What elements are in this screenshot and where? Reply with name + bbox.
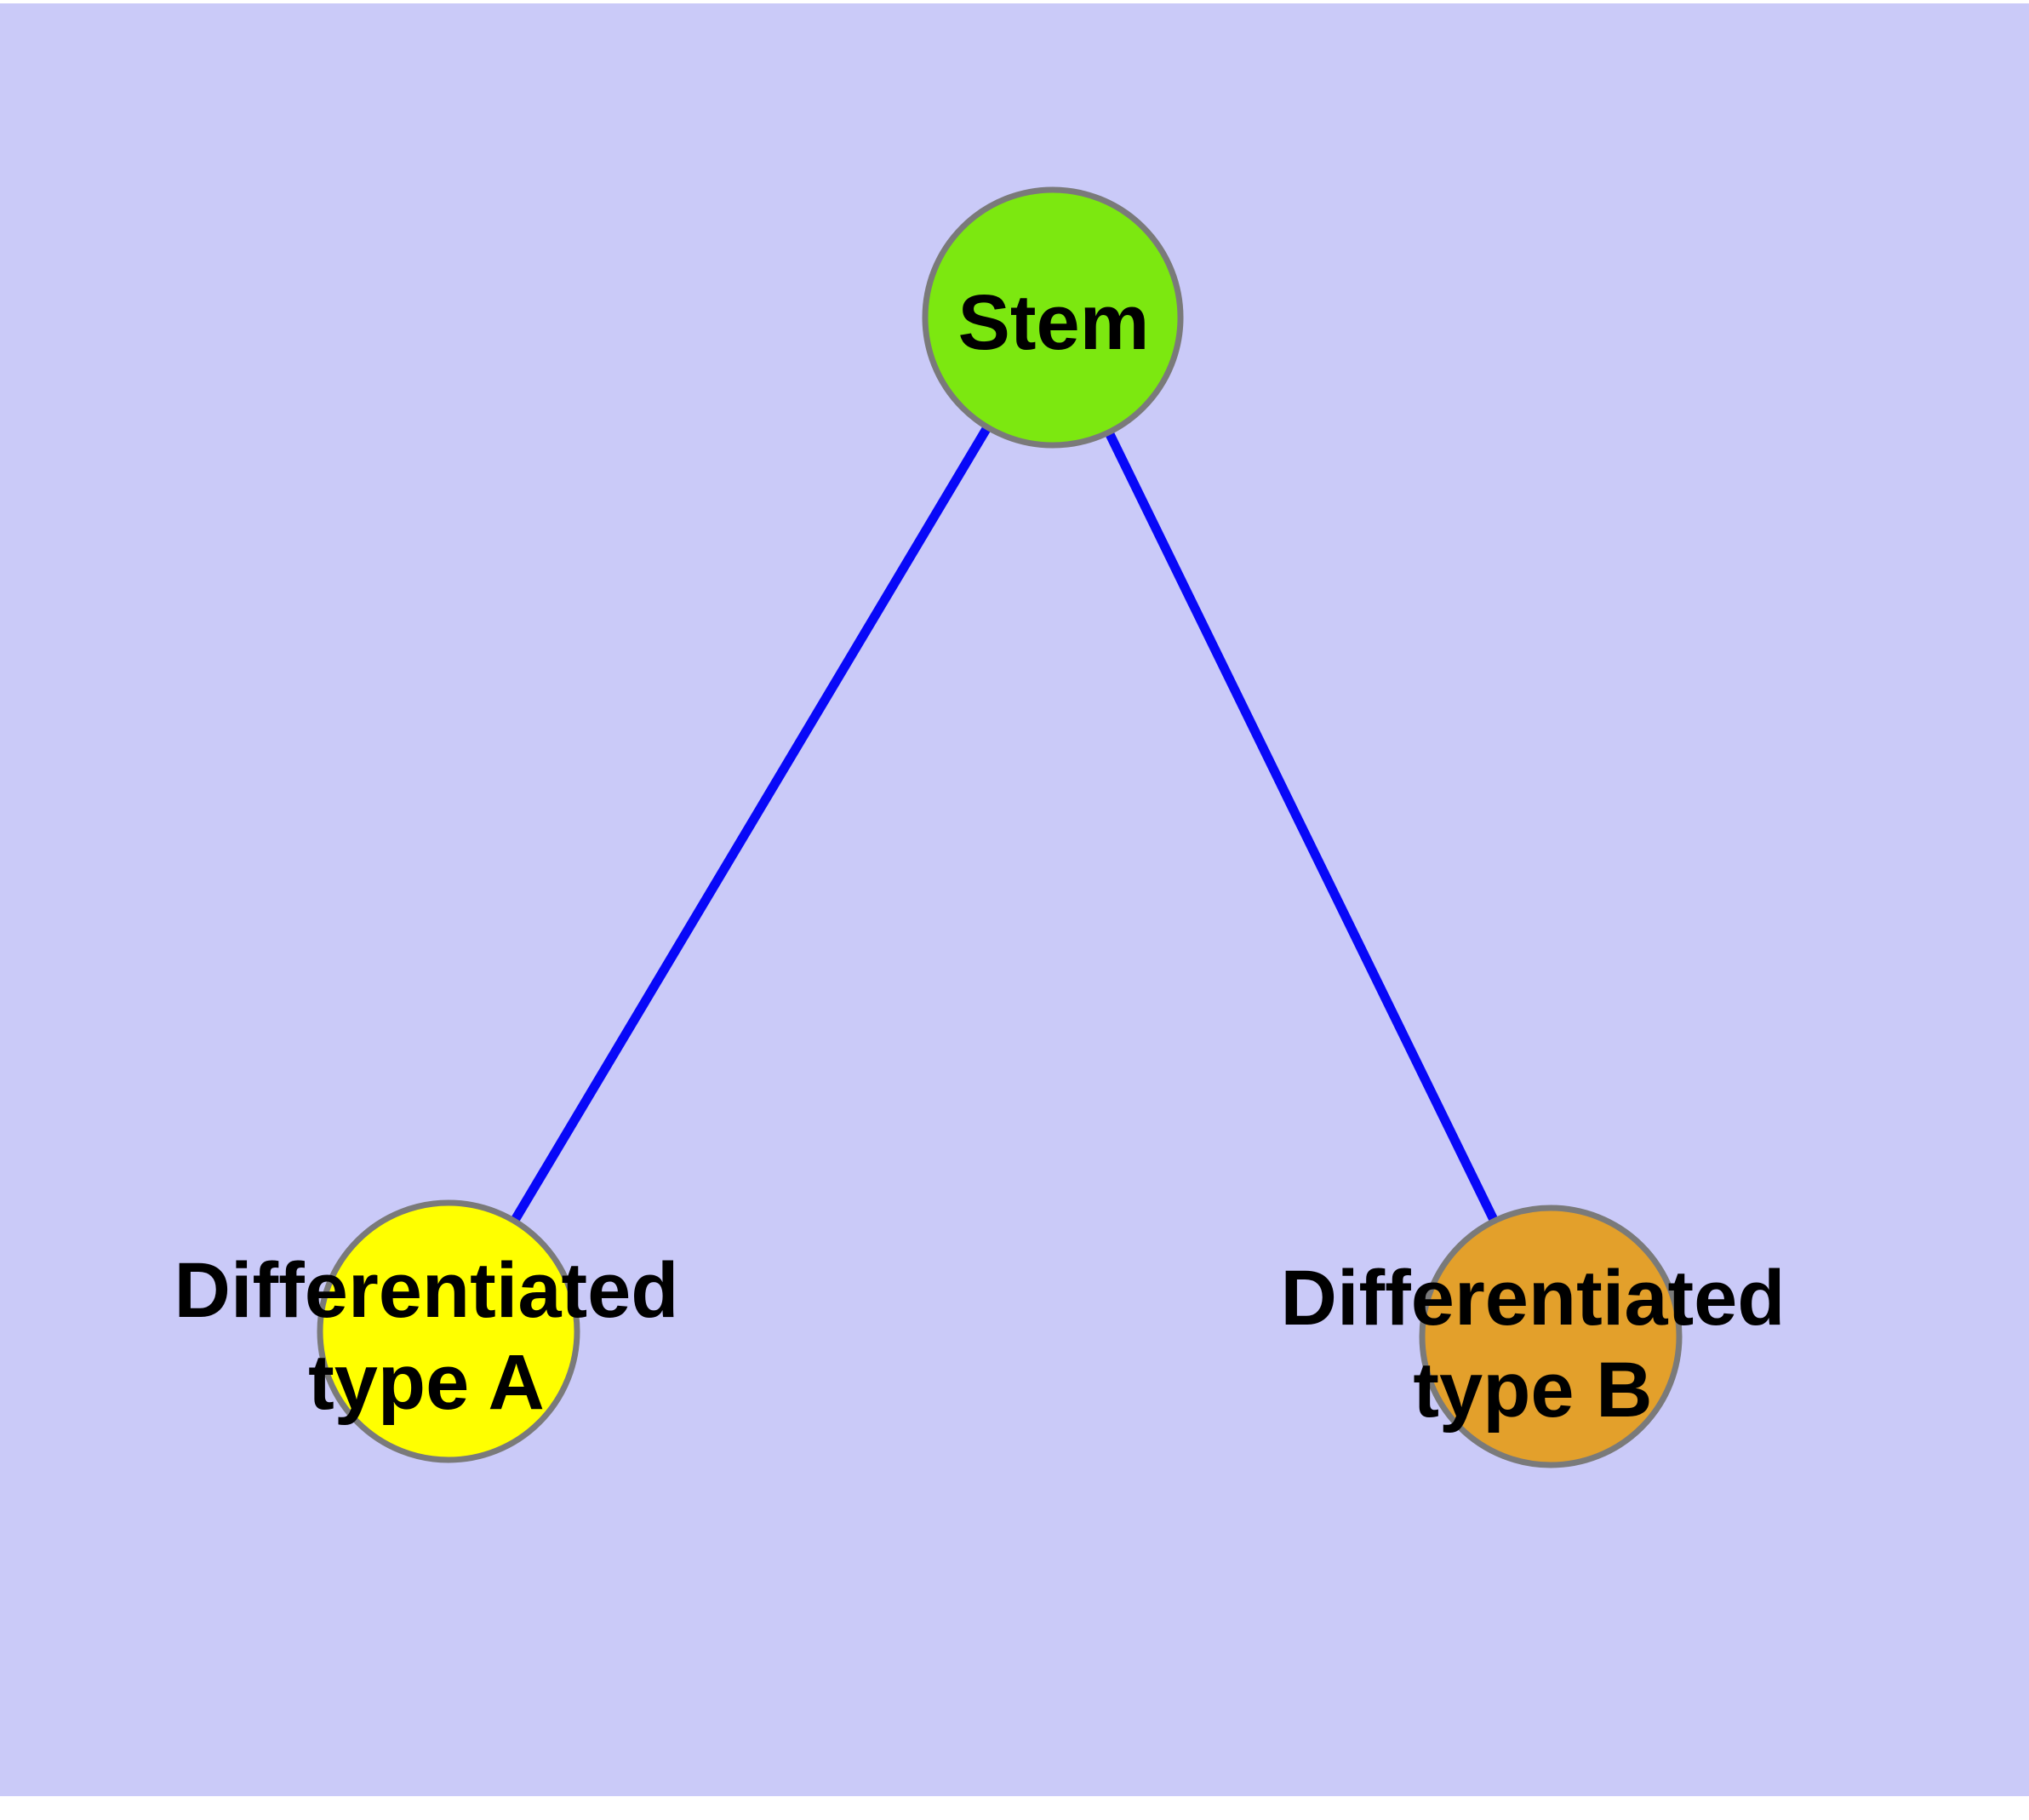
node-label-line: Stem: [958, 279, 1150, 366]
edge-stem-to-differentiated-type-a: [444, 315, 1057, 1334]
node-label-stem: Stem: [958, 279, 1150, 366]
edges-layer: [444, 315, 1555, 1339]
node-differentiated-type-a: [317, 1199, 580, 1463]
node-label-line: type A: [308, 1339, 545, 1426]
node-differentiated-type-b: [1419, 1205, 1683, 1468]
node-stem: [922, 186, 1184, 449]
node-label-line: type B: [1413, 1347, 1652, 1434]
node-label-line: Differentiated: [1281, 1255, 1786, 1342]
node-label-line: Differentiated: [174, 1247, 679, 1334]
nodes-layer: [317, 186, 1683, 1468]
edge-stem-to-differentiated-type-b: [1049, 315, 1555, 1339]
